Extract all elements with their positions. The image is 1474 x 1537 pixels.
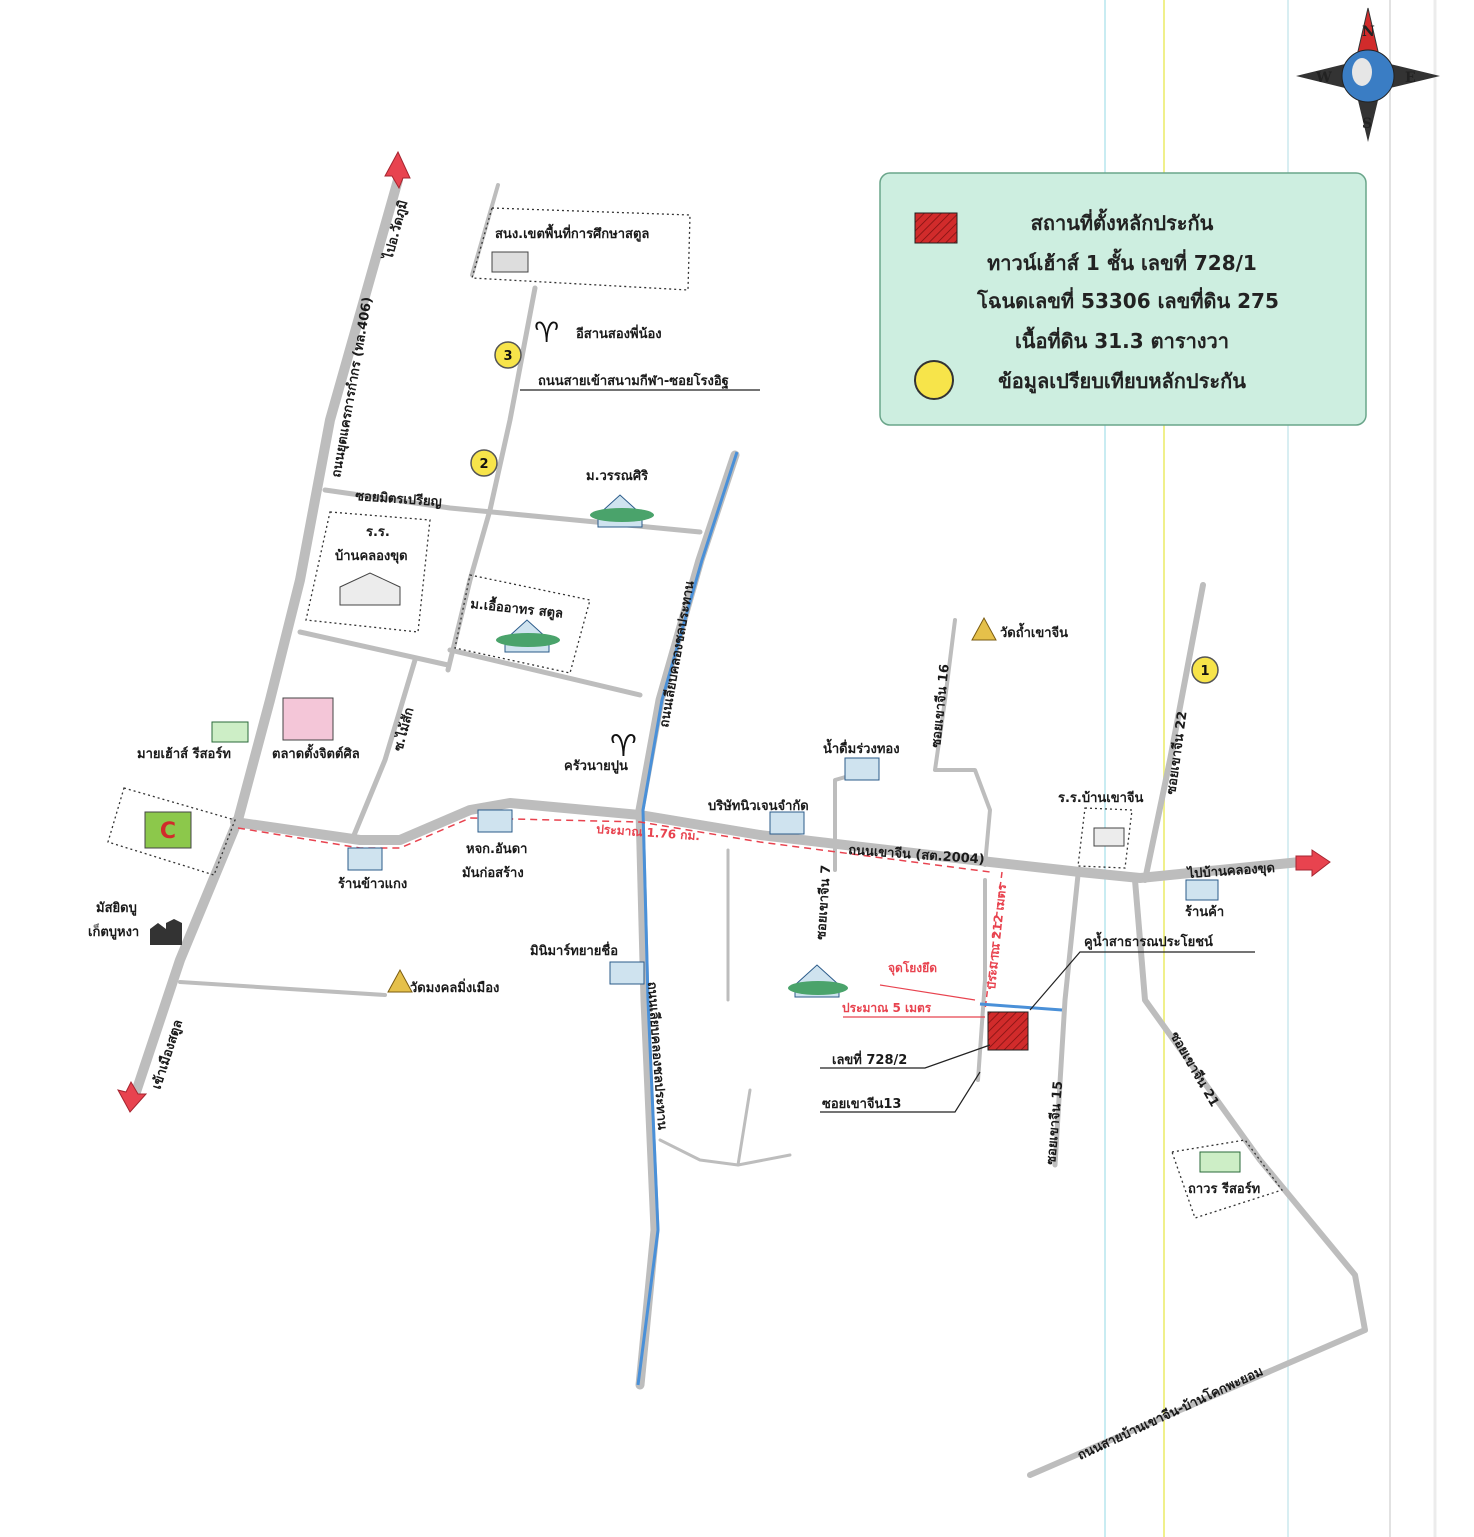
label-approx-5m: ประมาณ 5 เมตร: [842, 1001, 932, 1015]
compass-rose: N S W E: [1296, 7, 1440, 142]
restaurant-icon: ♈: [534, 316, 559, 349]
svg-text:1: 1: [1200, 664, 1209, 679]
label-wat-mongkol: วัดมงคลมิ่งเมือง: [410, 978, 499, 996]
label-soi-15: ซอยเขาจีน 15: [1043, 1080, 1066, 1165]
label-soi-13: ซอยเขาจีน13: [822, 1096, 901, 1112]
label-m-uea-athon: ม.เอื้ออาทร สตูล: [470, 593, 565, 622]
label-company: บริษัทนิวเจนจำกัด: [708, 798, 809, 814]
temple-icon-2: [387, 968, 413, 993]
legend-property-swatch: [914, 212, 958, 244]
property-parcel: [987, 1011, 1029, 1051]
label-minimart: มินิมาร์ทยายชื่อ: [530, 941, 618, 959]
road-canal: [635, 450, 740, 1390]
legend-line-4: เนื้อที่ดิน 31.3 ตารางวา: [1015, 326, 1229, 353]
resort-icon: [211, 721, 249, 743]
legend-line-1: สถานที่ตั้งหลักประกัน: [1031, 208, 1214, 235]
legend-box: สถานที่ตั้งหลักประกัน ทาวน์เฮ้าส์ 1 ชั้น…: [879, 172, 1367, 426]
label-school-2: บ้านคลองขุด: [335, 548, 408, 564]
school-icon: [339, 572, 401, 606]
company-icon: [769, 811, 805, 835]
label-hjk-anda-2: มันก่อสร้าง: [462, 865, 524, 881]
distance-line-side: [984, 871, 1003, 1011]
minimart-icon: [609, 961, 645, 985]
road-khao-chin-main: [230, 798, 1305, 883]
education-office-icon: [491, 251, 529, 273]
label-soi-21: ซอยเขาจีน 21: [1167, 1029, 1223, 1110]
public-ditch-line: [979, 1002, 1063, 1012]
resort-icon-thavon: [1199, 1151, 1241, 1173]
label-school-khao-chin: ร.ร.บ้านเขาจีน: [1058, 790, 1144, 806]
label-hjk-anda-1: หจก.อันดา: [466, 842, 527, 857]
compass-n: N: [1362, 24, 1375, 40]
label-soi-22: ซอยเขาจีน 22: [1163, 710, 1191, 795]
label-wat-tham: วัดถ้ำเขาจีน: [1000, 622, 1068, 641]
icons: ♈ ♈ C: [144, 251, 1241, 1173]
label-art-market: ตลาดตั้งจิตต์ศิล: [272, 743, 360, 762]
label-no-728-2: เลขที่ 728/2: [832, 1050, 907, 1068]
comparison-marker-2: 2: [470, 449, 498, 477]
label-khao-chin-main: ถนนเขาจีน (สต.2004): [848, 842, 985, 867]
school-icon-khao-chin: [1093, 827, 1125, 847]
label-my-house: มายเฮ้าส์ รีสอร์ท: [137, 746, 231, 762]
label-mosque-2: เก็ตบูหงา: [88, 922, 139, 940]
svg-text:3: 3: [503, 349, 512, 364]
legend-line-2: ทาวน์เฮ้าส์ 1 ชั้น เลขที่ 728/1: [987, 248, 1257, 275]
logo-icon: [144, 811, 192, 849]
shop-icon-anda: [477, 809, 513, 833]
compass-e: E: [1405, 70, 1416, 86]
shop-icon-khao-kaeng: [347, 847, 383, 871]
mosque-icon: [150, 919, 182, 945]
label-soi-16: ซอยเขาจีน 16: [928, 663, 953, 748]
label-water: น้ำดื่มร่วงทอง: [823, 738, 900, 757]
comparison-marker-3: 3: [494, 341, 522, 369]
restaurant-icon-2: ♈: [610, 729, 637, 764]
label-isan: อีสานสองพี่น้อง: [576, 324, 662, 342]
label-mit-prian: ซอยมิตรเปรียญ: [355, 488, 443, 510]
label-thavon-resort: ถาวร รีสอร์ท: [1188, 1181, 1260, 1197]
label-soi-7: ซอยเขาจีน 7: [813, 864, 834, 940]
label-mosque-1: มัสยิดบู: [96, 901, 137, 916]
roads: [130, 175, 1368, 1478]
dotted-boxes: [107, 207, 1284, 1219]
label-canal-north: ถนนเลียบคลองชลประทาน: [656, 580, 698, 729]
label-distance-side: ประมาณ 212 เมตร: [984, 883, 1009, 990]
label-education-office: สนง.เขตพื้นที่การศึกษาสตูล: [495, 223, 649, 242]
label-to-ban-khlong-khut: ไปบ้านคลองขุด: [1185, 859, 1275, 882]
svg-text:2: 2: [479, 457, 488, 472]
label-sanam-kila: ถนนสายเข้าสนามกีฬา-ซอยโรงอิฐ: [538, 372, 729, 390]
comparison-marker-1: 1: [1191, 656, 1219, 684]
arrow-south: [117, 1080, 148, 1113]
svg-text:C: C: [160, 819, 176, 844]
water-icon: [844, 757, 880, 781]
label-m-wannasiri: ม.วรรณศิริ: [586, 469, 648, 484]
legend-line-5: ข้อมูลเปรียบเทียบหลักประกัน: [998, 369, 1246, 395]
legend-line-3: โฉนดเลขที่ 53306 เลขที่ดิน 275: [976, 286, 1279, 313]
compass-w: W: [1315, 70, 1332, 86]
canal: [636, 451, 739, 1386]
arrow-east: [1295, 849, 1331, 878]
temple-icon: [971, 616, 997, 641]
label-shop-khao-kaeng: ร้านข้าวแกง: [338, 876, 407, 892]
road-406: [130, 175, 403, 1100]
label-shop: ร้านค้า: [1185, 904, 1224, 920]
compass-s: S: [1362, 116, 1372, 132]
label-joint-point: จุดโยงยึด: [888, 960, 937, 976]
market-icon: [282, 697, 334, 741]
label-public-ditch: คูน้ำสาธารณประโยชน์: [1084, 931, 1213, 950]
label-school-1: ร.ร.: [366, 525, 390, 540]
shop-icon-east: [1185, 879, 1219, 901]
legend-comparison-marker: [914, 360, 954, 400]
label-ban-khao-chin-rd: ถนนสายบ้านเขาจีน-บ้านโคกพะยอม: [1075, 1362, 1266, 1463]
arrow-north: [384, 150, 411, 190]
label-khrua-nai-pun: ครัวนายปูน: [564, 759, 628, 774]
leader-lines: [520, 389, 1255, 1113]
